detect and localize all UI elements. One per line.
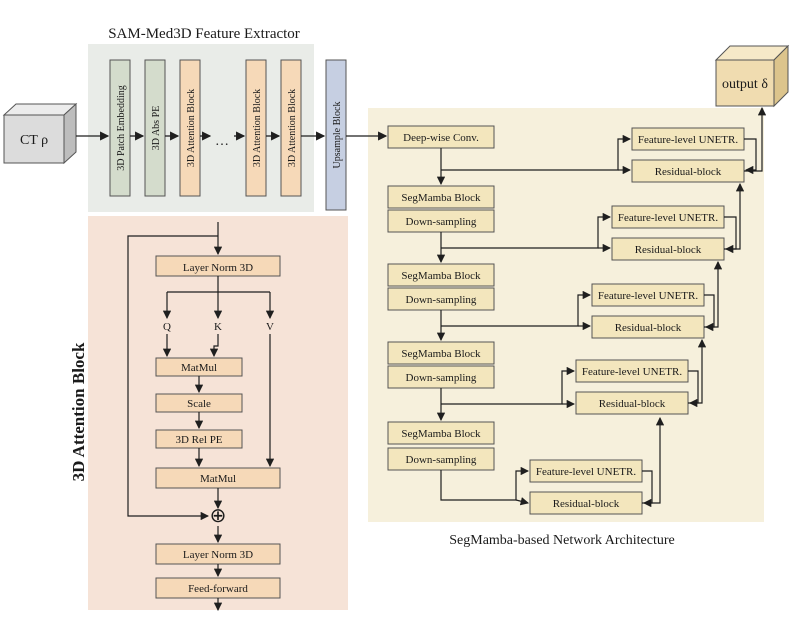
svg-text:3D Abs PE: 3D Abs PE (151, 106, 162, 150)
upsample-block: Upsample Block (325, 59, 347, 211)
svg-text:3D Attention Block: 3D Attention Block (287, 89, 298, 167)
svg-text:MatMul: MatMul (181, 362, 217, 374)
residual-block-2: Residual-block (591, 315, 705, 339)
svg-text:3D Patch Embedding: 3D Patch Embedding (116, 85, 127, 171)
attention-layer-norm-2: Layer Norm 3D (155, 543, 281, 565)
svg-text:SegMamba Block: SegMamba Block (401, 270, 481, 282)
segmamba-block-3: SegMamba Block (387, 341, 495, 365)
down-sampling-3: Down-sampling (387, 365, 495, 389)
svg-text:Deep-wise Conv.: Deep-wise Conv. (403, 132, 479, 144)
svg-text:Residual-block: Residual-block (615, 322, 682, 334)
unetr-block-1: Feature-level UNETR. (611, 205, 725, 229)
svg-text:Down-sampling: Down-sampling (406, 216, 477, 228)
svg-text:Layer Norm 3D: Layer Norm 3D (183, 549, 253, 561)
extractor-ellipsis: … (215, 134, 229, 149)
svg-text:Down-sampling: Down-sampling (406, 294, 477, 306)
segmamba-block-2: SegMamba Block (387, 263, 495, 287)
attention-matmul-1: MatMul (155, 357, 243, 377)
svg-text:SegMamba Block: SegMamba Block (401, 428, 481, 440)
q-label: Q (163, 321, 171, 333)
unetr-block-4: Feature-level UNETR. (529, 459, 643, 483)
extractor-title: SAM-Med3D Feature Extractor (108, 26, 300, 42)
svg-text:SegMamba Block: SegMamba Block (401, 348, 481, 360)
svg-text:Feature-level UNETR.: Feature-level UNETR. (618, 212, 718, 224)
segmamba-block-4: SegMamba Block (387, 421, 495, 445)
v-label: V (266, 321, 274, 333)
svg-text:Residual-block: Residual-block (553, 498, 620, 510)
top-residual-block: Residual-block (631, 159, 745, 183)
svg-text:Upsample Block: Upsample Block (332, 102, 343, 169)
k-label: K (214, 321, 222, 333)
svg-text:Feature-level UNETR.: Feature-level UNETR. (582, 366, 682, 378)
patch-embedding-block: 3D Patch Embedding (109, 59, 131, 197)
output-label: output δ (722, 77, 768, 92)
svg-text:Feed-forward: Feed-forward (188, 583, 248, 595)
segmamba-title: SegMamba-based Network Architecture (449, 533, 674, 548)
ct-input-cube: CT ρ (2, 102, 78, 165)
svg-text:3D Rel PE: 3D Rel PE (175, 434, 222, 446)
svg-text:3D Attention Block: 3D Attention Block (252, 89, 263, 167)
svg-text:Layer Norm 3D: Layer Norm 3D (183, 262, 253, 274)
down-sampling-1: Down-sampling (387, 209, 495, 233)
down-sampling-2: Down-sampling (387, 287, 495, 311)
abs-pe-block: 3D Abs PE (144, 59, 166, 197)
attention-block-2: 3D Attention Block (245, 59, 267, 197)
ct-input-label: CT ρ (20, 133, 48, 148)
residual-block-1: Residual-block (611, 237, 725, 261)
svg-text:Feature-level UNETR.: Feature-level UNETR. (638, 134, 738, 146)
svg-text:Feature-level UNETR.: Feature-level UNETR. (598, 290, 698, 302)
attention-block-3: 3D Attention Block (280, 59, 302, 197)
svg-text:Down-sampling: Down-sampling (406, 454, 477, 466)
unetr-block-2: Feature-level UNETR. (591, 283, 705, 307)
svg-text:Feature-level UNETR.: Feature-level UNETR. (536, 466, 636, 478)
svg-text:Scale: Scale (187, 398, 211, 410)
attention-layer-norm-1: Layer Norm 3D (155, 255, 281, 277)
svg-text:MatMul: MatMul (200, 473, 236, 485)
svg-text:Down-sampling: Down-sampling (406, 372, 477, 384)
attention-block-1: 3D Attention Block (179, 59, 201, 197)
down-sampling-4: Down-sampling (387, 447, 495, 471)
top-unetr-block: Feature-level UNETR. (631, 127, 745, 151)
attention-arrows (127, 222, 275, 612)
segmamba-arrows (436, 106, 767, 508)
residual-block-4: Residual-block (529, 491, 643, 515)
svg-text:Residual-block: Residual-block (635, 244, 702, 256)
attention-matmul-2: MatMul (155, 467, 281, 489)
unetr-block-3: Feature-level UNETR. (575, 359, 689, 383)
attention-rel-pe: 3D Rel PE (155, 429, 243, 449)
svg-text:Residual-block: Residual-block (655, 166, 722, 178)
output-cube: output δ (714, 44, 790, 108)
svg-text:Residual-block: Residual-block (599, 398, 666, 410)
attention-feed-forward: Feed-forward (155, 577, 281, 599)
residual-block-3: Residual-block (575, 391, 689, 415)
attention-scale: Scale (155, 393, 243, 413)
attention-block-title: 3D Attention Block (69, 342, 88, 481)
segmamba-block-1: SegMamba Block (387, 185, 495, 209)
deepwise-conv-block: Deep-wise Conv. (387, 125, 495, 149)
svg-text:3D Attention Block: 3D Attention Block (186, 89, 197, 167)
add-symbol: ⊕ (210, 505, 227, 527)
svg-text:SegMamba Block: SegMamba Block (401, 192, 481, 204)
